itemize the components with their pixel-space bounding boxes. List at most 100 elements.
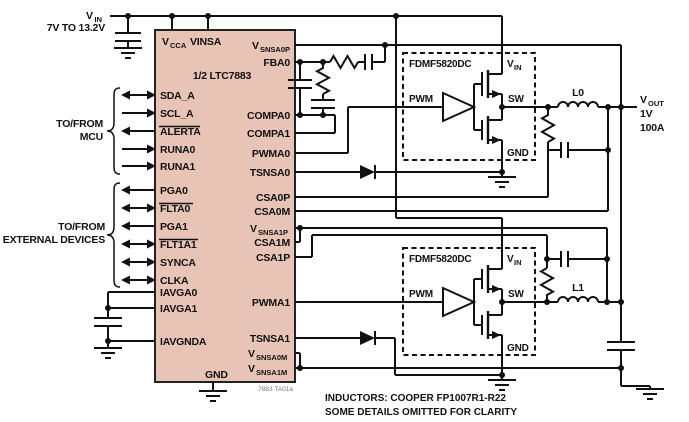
fdmf0-gnd: GND <box>507 148 529 159</box>
ic-block <box>154 29 296 383</box>
pin-scl-a: SCL_A <box>160 108 194 120</box>
arrow-left-icon <box>121 275 130 285</box>
pin-compa0: COMPA0 <box>247 110 290 122</box>
fdmf-power-stage-1 <box>402 247 558 356</box>
note-line-1: INDUCTORS: COOPER FP1007R1-R22 <box>325 393 506 404</box>
fdmf1-sw: SW <box>508 289 524 300</box>
pin-pga0: PGA0 <box>160 185 188 197</box>
pin-flt1a1: FLT1A1 <box>160 239 197 251</box>
ic-title: 1/2 LTC7883 <box>193 70 252 82</box>
arrow-right-icon <box>147 161 156 171</box>
pin-csa0m: CSA0M <box>254 206 290 218</box>
output-stage-1 <box>538 251 621 303</box>
vin-source-label: V <box>86 10 93 22</box>
fdmf0-vin: V <box>507 59 514 70</box>
pin-runa0: RUNA0 <box>160 144 196 156</box>
arrow-left-icon <box>121 126 130 136</box>
output-ground-symbol <box>636 388 664 400</box>
fdmf1-gnd: GND <box>507 343 529 354</box>
pin-fba0: FBA0 <box>263 57 290 69</box>
fdmf-power-stage-0 <box>402 52 558 161</box>
pin-vsnsa1p-sub: SNSA1P <box>258 228 288 237</box>
pin-tsnsa1: TSNSA1 <box>250 333 291 345</box>
power-ground-symbol <box>488 176 516 188</box>
fdmf0-sw: SW <box>508 94 524 105</box>
resistor <box>329 54 359 70</box>
vout-current: 100A <box>640 122 665 134</box>
input-ground-symbol <box>114 47 142 59</box>
channel0-routing <box>295 106 609 212</box>
arrow-right-icon <box>147 90 156 100</box>
iavg-ground-symbol <box>94 347 122 359</box>
inductor-l1-label: L1 <box>572 282 584 294</box>
ic-ground <box>199 382 227 402</box>
mcu-group-label-1: TO/FROM <box>56 118 103 130</box>
iavg-filter <box>94 291 155 359</box>
vin-range-label: 7V TO 13.2V <box>47 22 106 34</box>
sense-resistor <box>539 107 557 150</box>
fdmf0-name: FDMF5820DC <box>409 59 471 70</box>
ext-group-label-2: EXTERNAL DEVICES <box>3 234 105 246</box>
output-capacitor <box>607 341 635 386</box>
inductor-l0 <box>557 101 599 108</box>
sense-capacitor <box>548 142 608 158</box>
pin-iavga0: IAVGA0 <box>160 287 197 299</box>
fdmf1-pwm: PWM <box>409 289 433 300</box>
resistor <box>314 62 332 95</box>
input-capacitor <box>115 16 141 48</box>
capacitor <box>358 45 386 70</box>
sense-capacitor <box>547 251 607 267</box>
junction-dots <box>105 13 624 378</box>
pin-flta0: FLTA0 <box>160 203 190 215</box>
arrow-left-icon <box>121 185 130 195</box>
vout-label: V <box>640 94 647 106</box>
vout-voltage: 1V <box>640 108 653 120</box>
signal-arrows <box>121 90 156 285</box>
vin-rail-wiring <box>110 15 503 269</box>
arrow-left-icon <box>121 257 130 267</box>
high-side-mosfet <box>481 70 503 120</box>
pin-pga1: PGA1 <box>160 221 188 233</box>
capacitor <box>288 62 312 115</box>
power-ground-symbol <box>488 379 516 391</box>
pin-tsnsa0: TSNSA0 <box>250 167 291 179</box>
mcu-group-label-2: MCU <box>80 131 103 143</box>
fdmf1-vin: V <box>507 254 514 265</box>
pin-vinsa: VINSA <box>190 36 222 48</box>
ic-ground-symbol <box>199 390 227 402</box>
note-line-2: SOME DETAILS OMITTED FOR CLARITY <box>325 407 517 418</box>
pin-runa1: RUNA1 <box>160 161 196 173</box>
temp-diode-icon <box>360 331 375 345</box>
pin-sda-a: SDA_A <box>160 90 195 102</box>
channel1-routing <box>295 227 621 391</box>
sense-resistor <box>538 259 556 302</box>
pin-compa1: COMPA1 <box>247 128 290 140</box>
pin-pwma0: PWMA0 <box>252 148 290 160</box>
arrow-left-icon <box>121 221 130 231</box>
pin-vsnsa0m-sub: SNSA0M <box>256 353 287 362</box>
arrow-left-icon <box>121 90 130 100</box>
fdmf1-vin-sub: IN <box>514 258 522 267</box>
ext-group-label-1: TO/FROM <box>58 221 105 233</box>
arrow-right-icon <box>147 275 156 285</box>
low-side-mosfet <box>481 116 503 160</box>
pin-vsnsa0p-sub: SNSA0P <box>260 45 290 54</box>
pin-vsnsa0p: V <box>252 40 259 52</box>
arrow-right-icon <box>147 108 156 118</box>
arrow-right-icon <box>147 257 156 267</box>
vin-source-sub: IN <box>95 15 103 24</box>
pin-vsnsa1m: V <box>248 363 255 375</box>
vout-label-sub: OUT <box>648 99 664 108</box>
capacitor <box>311 94 335 115</box>
arrow-right-icon <box>147 239 156 249</box>
pin-alerta: ALERTA <box>160 126 201 138</box>
pin-pwma1: PWMA1 <box>252 297 290 309</box>
pin-iavgnda: IAVGNDA <box>160 336 207 348</box>
pin-vsnsa1p: V <box>250 223 257 235</box>
low-side-mosfet <box>481 311 503 355</box>
pin-synca: SYNCA <box>160 257 196 269</box>
pin-csa0p: CSA0P <box>256 192 290 204</box>
driver-triangle <box>442 91 477 123</box>
